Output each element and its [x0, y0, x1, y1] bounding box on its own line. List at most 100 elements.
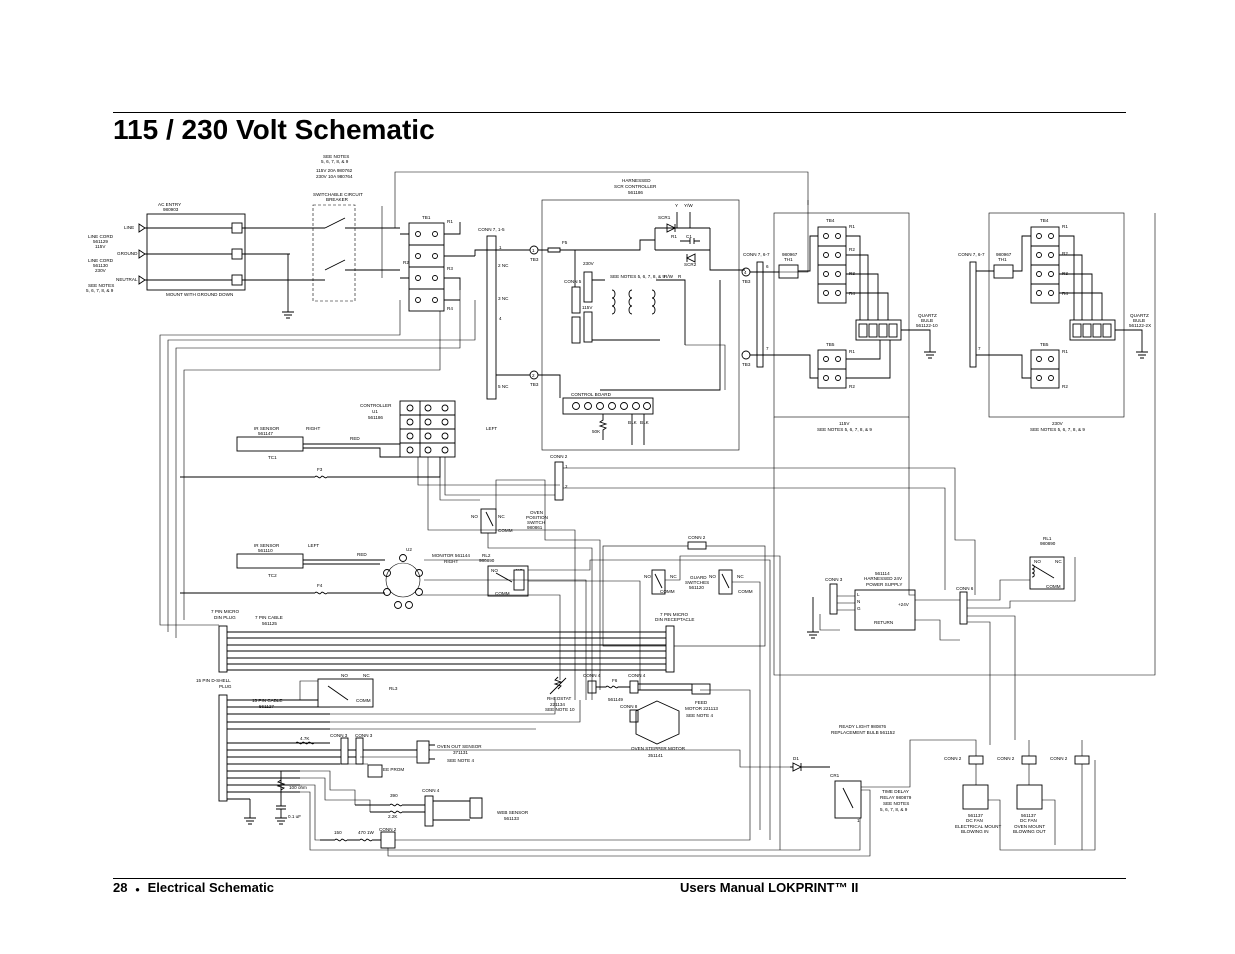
tb4-115-r3: R3 — [849, 271, 855, 276]
th-115-label: 980967 — [782, 252, 798, 257]
rl2-label: RL2 — [482, 553, 491, 558]
cr1-label: CR1 — [830, 773, 840, 778]
rw-label: R/W — [664, 274, 674, 279]
tb4-230-r2: R2 — [1062, 251, 1068, 256]
pin15-cable-label: 15 PIN CABLE — [252, 698, 282, 703]
switchable-breaker-label: SWITCHABLE CIRCUIT — [313, 192, 363, 197]
see-notes-top-nums: 5, 6, 7, 8, & 9 — [321, 159, 349, 164]
guard-comm-a: COMM — [660, 589, 675, 594]
breaker-115-label: 115V 20A 980762 — [316, 168, 353, 173]
fans-and-delay: READY LIGHT 980876 REPLACEMENT BULB 5611… — [790, 724, 1090, 834]
th-230-label: 980967 — [996, 252, 1012, 257]
tb3-115-label-b: TB3 — [742, 362, 751, 367]
section-name: Electrical Schematic — [147, 880, 275, 895]
time-delay-label-2: RELAY 980879 — [880, 795, 912, 800]
control-board-blk-1: BLK — [628, 420, 638, 425]
oven-pos-no: NO — [471, 514, 478, 519]
see-notes-left-nums: 5, 6, 7, 8, & 9 — [86, 288, 114, 293]
guard-switches: CONN 2 NO NC NO NC COMM COMM GUARD SWITC… — [602, 535, 766, 647]
tb1-r1: R1 — [447, 219, 453, 224]
scr-see-notes: SEE NOTES 5, 6, 7, 8, & 9 — [610, 274, 665, 279]
psu-g: G — [857, 606, 861, 611]
mount-ground-label: MOUNT WITH GROUND DOWN — [166, 292, 233, 297]
line-cord-a-pn: 561129 — [93, 239, 108, 244]
rheostat-pn: 221134 — [550, 702, 565, 707]
ground-symbol-psu — [807, 597, 819, 639]
ir-sensor-1-red: RED — [350, 436, 360, 441]
conn2-mid-pin2: 2 — [565, 484, 568, 489]
pot-50k-label: 50K — [592, 429, 601, 434]
feed-label: FEED — [695, 700, 708, 705]
ground-label: GROUND — [117, 251, 138, 256]
tb4-230-r3: R3 — [1062, 271, 1068, 276]
din-plug-label-2: DIN PLUG — [214, 615, 236, 620]
controller-u1-label: U1 — [372, 409, 378, 414]
rl3-label: RL3 — [389, 686, 398, 691]
ir-sensor-1-label: IR SENSOR — [254, 426, 280, 431]
conn3-label-a: CONN 3 — [330, 733, 348, 738]
rl3-comm: COMM — [356, 698, 371, 703]
controller-label: CONTROLLER — [360, 403, 392, 408]
conn7-pin4: 4 — [499, 316, 502, 321]
guard-nc-b: NC — [737, 574, 744, 579]
fuse-f4-label: F4 — [317, 583, 323, 588]
line-cord-b-pn: 561130 — [93, 263, 108, 268]
rl1-label: RL1 — [1043, 536, 1052, 541]
resistor-150-label: 150 — [334, 830, 342, 835]
feed-label-2: MOTOR 221113 — [685, 706, 718, 711]
conn-2-mid: CONN 2 1 2 NO NC COMM OVEN POSITION SWIT… — [471, 454, 568, 534]
header-rule — [113, 112, 1126, 113]
dshell-plug-15pin: 15 PIN D-SHELL PLUG 15 PIN CABLE 561127 … — [196, 673, 430, 825]
fan-b-label: DC FAN — [1020, 818, 1037, 823]
web-sensor-pn: 561133 — [504, 816, 519, 821]
line-cord-a-label: LINE CORD — [88, 234, 114, 239]
rl2-no: NO — [491, 568, 498, 573]
monitor-label: MONITOR 561144 — [432, 553, 470, 558]
conn7-pin3: 3 NC — [498, 296, 509, 301]
conn7-67-label: CONN 7, 6-7 — [743, 252, 770, 257]
tb3-115-label: TB3 — [742, 279, 751, 284]
conn6-label: CONN 6 — [956, 586, 974, 591]
tb3-label-a: TB3 — [530, 257, 539, 262]
conn2-fan-a-label: CONN 2 — [944, 756, 962, 761]
tb4-115-r4: R4 — [849, 291, 855, 296]
r1-scr: R1 — [671, 234, 677, 239]
switchable-breaker-label-2: BREAKER — [326, 197, 349, 202]
conn2-mid-label: CONN 2 — [550, 454, 568, 459]
scr-title-2: SCR CONTROLLER — [614, 184, 657, 189]
control-board-label: CONTROL BOARD — [571, 392, 612, 397]
conn7-1-5-label: CONN 7, 1-5 — [478, 227, 505, 232]
controller-u1: CONTROLLER U1 561186 — [360, 400, 456, 458]
conn2-fan-b-label: CONN 2 — [997, 756, 1015, 761]
ac-entry-label: AC ENTRY — [158, 202, 181, 207]
scr1-label: SCR1 — [658, 215, 671, 220]
cr1-pin1: 1 — [857, 818, 860, 823]
dshell-label-2: PLUG — [219, 684, 232, 689]
tb5-230-r1: R1 — [1062, 349, 1068, 354]
din-plug-label: 7 PIN MICRO — [211, 609, 240, 614]
tb1-label: TB1 — [422, 215, 431, 220]
quartz-115-label: QUARTZ — [918, 313, 937, 318]
fan-a-blowing: BLOWING IN — [961, 829, 989, 834]
ground-symbol-115 — [924, 351, 936, 359]
rl3-no: NO — [341, 673, 348, 678]
oven-pos-comm: COMM — [498, 528, 513, 533]
tb3-115-pin4: 4 — [744, 270, 747, 275]
th-115-label-2: TH1 — [784, 257, 793, 262]
pin15-cable-pn: 561127 — [259, 704, 274, 709]
ground-symbol-ac — [282, 254, 294, 319]
conn2-fan-c-label: CONN 2 — [1050, 756, 1068, 761]
feed-note: SEE NOTE 4 — [686, 713, 714, 718]
line-label: LINE — [124, 225, 134, 230]
guard-nc-a: NC — [670, 574, 677, 579]
line-cord-a-voltage: 115V — [95, 244, 106, 249]
fan-a-label: DC FAN — [966, 818, 983, 823]
see-notes-top: SEE NOTES — [323, 154, 349, 159]
resistor-100-label: 100 ohm — [289, 785, 307, 790]
u2-label: U2 — [406, 547, 412, 552]
conn2-guard-label: CONN 2 — [688, 535, 706, 540]
conn3-psu-label: CONN 3 — [825, 577, 843, 582]
quartz-115-pn: 561122-10 — [916, 323, 938, 328]
conn3-label-b: CONN 3 — [355, 733, 373, 738]
